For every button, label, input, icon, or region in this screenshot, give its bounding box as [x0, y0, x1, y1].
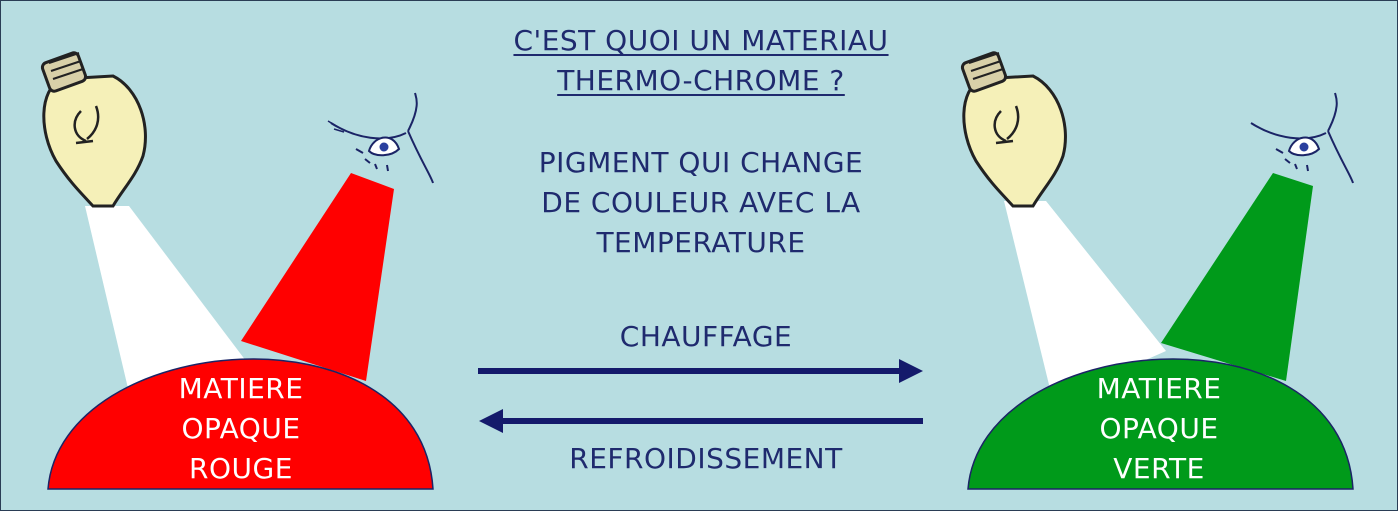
left-matter-line-2: OPAQUE: [181, 412, 301, 445]
left-matter-dome: [47, 358, 434, 490]
right-reflected-beam: [1161, 173, 1313, 381]
definition-line-1: PIGMENT QUI CHANGE: [538, 146, 864, 179]
right-eye-icon: [1250, 92, 1354, 184]
heating-arrowhead: [899, 359, 923, 383]
left-eye-icon: [330, 92, 434, 184]
definition-line-3: TEMPERATURE: [596, 226, 806, 259]
right-scene: [960, 51, 1354, 490]
right-matter-line-2: OPAQUE: [1099, 412, 1219, 445]
right-light-beam: [1004, 201, 1166, 401]
transition-arrows: [478, 359, 923, 433]
definition-line-2: DE COULEUR AVEC LA: [541, 186, 861, 219]
right-matter-dome: [967, 358, 1354, 490]
title-line-2: THERMO-CHROME ?: [557, 64, 845, 97]
cooling-arrowhead: [479, 409, 503, 433]
left-matter-line-3: ROUGE: [189, 452, 293, 485]
left-matter-line-1: MATIERE: [178, 372, 304, 405]
left-light-beam: [85, 206, 246, 401]
title-line-1: C'EST QUOI UN MATERIAU: [513, 24, 889, 57]
left-light-bulb-icon: [40, 51, 147, 208]
heating-label: CHAUFFAGE: [619, 320, 793, 353]
cooling-label: REFROIDISSEMENT: [569, 442, 843, 475]
right-matter-line-1: MATIERE: [1096, 372, 1222, 405]
right-matter-line-3: VERTE: [1113, 452, 1205, 485]
right-light-bulb-icon: [960, 51, 1067, 208]
left-reflected-beam: [241, 173, 394, 381]
left-eye-ray-lines: [327, 120, 345, 133]
left-scene: [40, 51, 434, 490]
